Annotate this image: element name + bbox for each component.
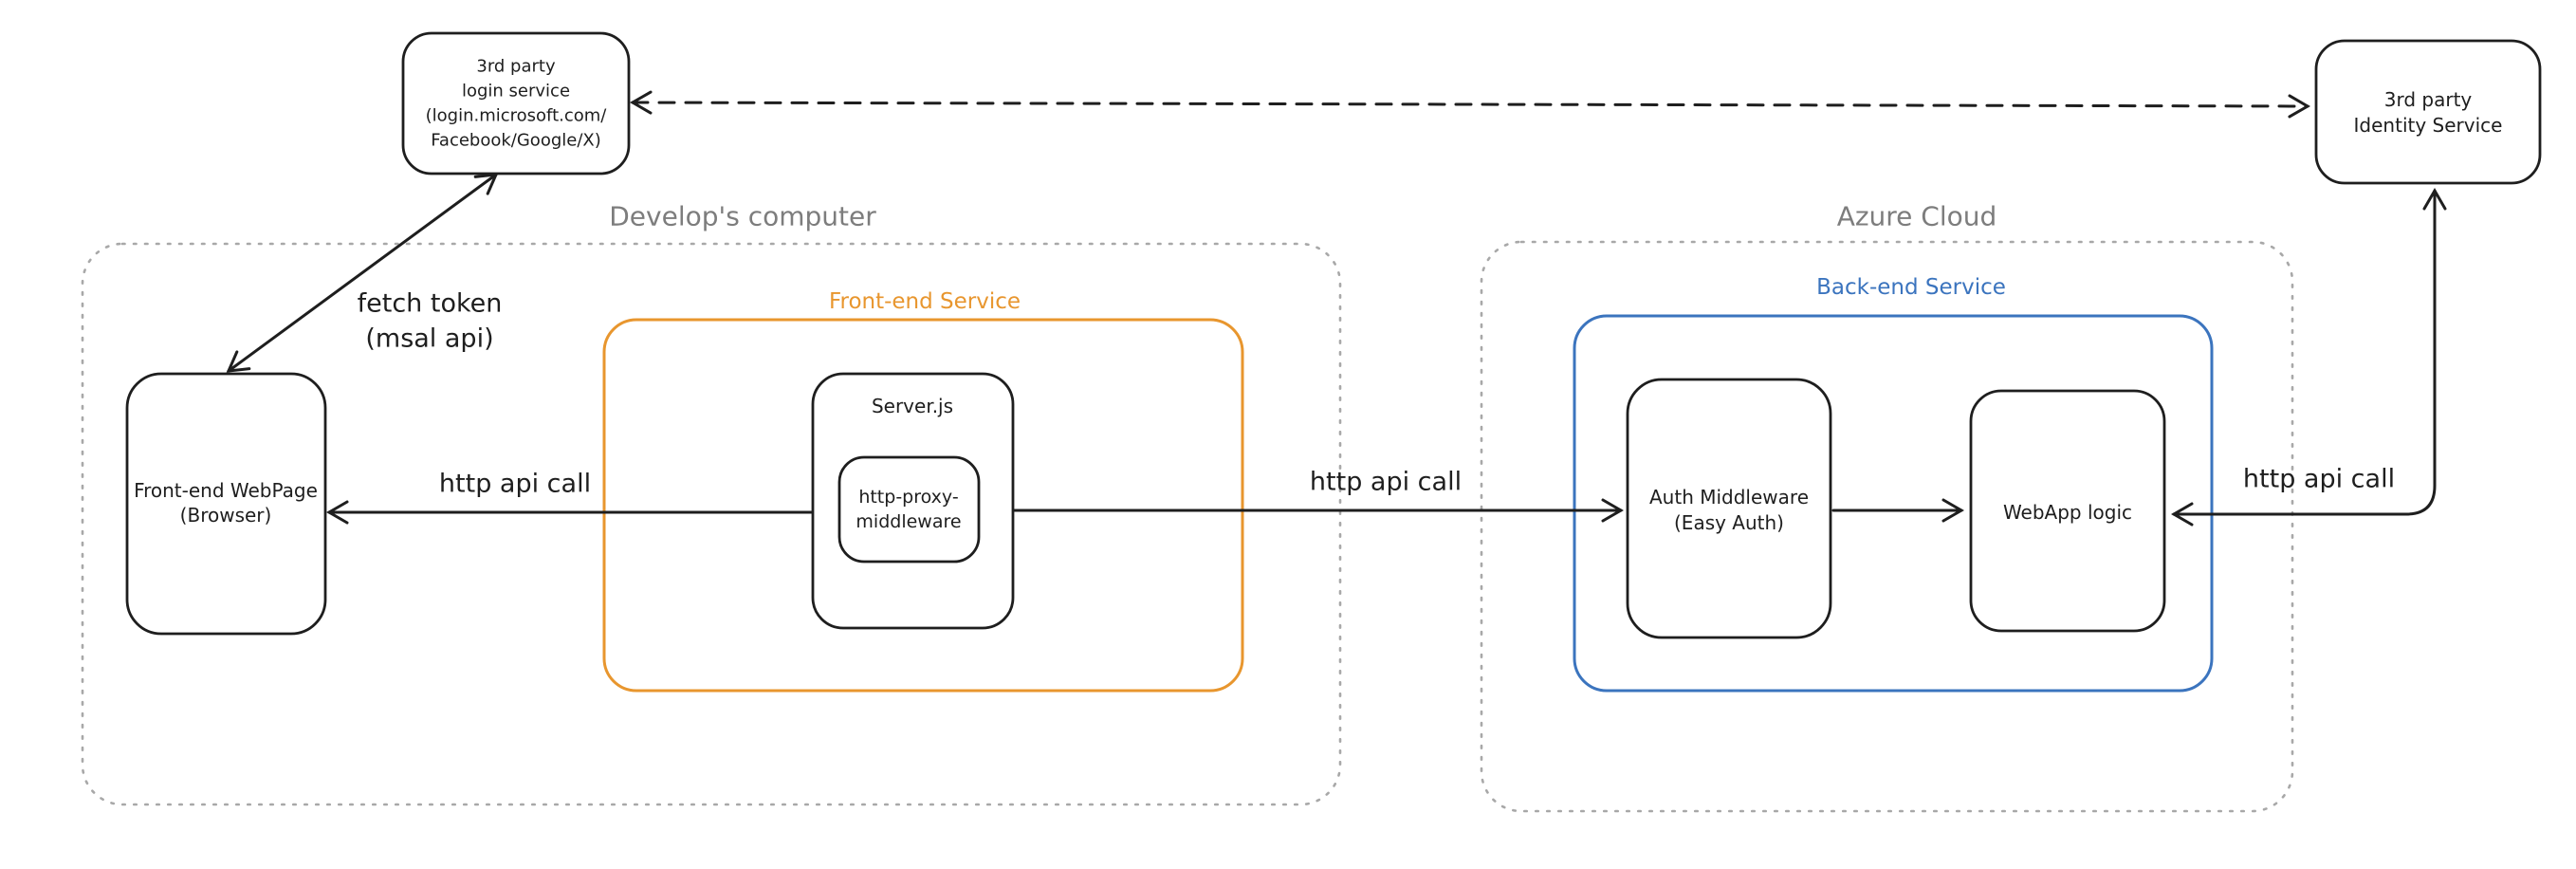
auth-middleware-line1: Auth Middleware (1649, 486, 1809, 508)
node-login-service[interactable]: 3rd party login service (login.microsoft… (401, 31, 631, 176)
http-api-call-label-2: http api call (1310, 468, 1462, 497)
front-end-service-label: Front-end Service (829, 289, 1021, 314)
http-api-call-label-3: http api call (2243, 465, 2395, 494)
arrow-webapp-identity[interactable] (2171, 188, 2447, 527)
node-front-end-webpage[interactable]: Front-end WebPage (Browser) (125, 372, 327, 636)
login-service-line4: Facebook/Google/X) (431, 131, 601, 151)
login-service-line3: (login.microsoft.com/ (426, 106, 608, 126)
container-developers-computer[interactable]: Develop's computer (81, 201, 1342, 806)
fetch-token-label-line2: (msal api) (365, 324, 493, 354)
identity-service-box[interactable] (2314, 39, 2542, 185)
http-proxy-middleware-line2: middleware (856, 511, 961, 532)
webapp-logic-box[interactable] (1969, 389, 2166, 633)
arrows-layer: fetch token (msal api) http api call htt… (226, 90, 2447, 527)
azure-cloud-border[interactable] (1480, 240, 2294, 813)
login-service-line1: 3rd party (476, 57, 556, 77)
container-azure-cloud[interactable]: Azure Cloud (1480, 201, 2294, 813)
front-end-webpage-line2: (Browser) (180, 504, 272, 527)
webapp-logic-label: WebApp logic (2003, 501, 2132, 524)
fetch-token-label-line1: fetch token (358, 289, 503, 319)
login-service-box[interactable] (401, 31, 631, 176)
identity-service-line1: 3rd party (2384, 88, 2473, 111)
group-front-end-service[interactable]: Front-end Service (602, 289, 1244, 693)
node-webapp-logic[interactable]: WebApp logic (1969, 389, 2166, 633)
arrow-login-identity-dashed[interactable] (630, 90, 2310, 119)
back-end-service-label: Back-end Service (1816, 275, 2006, 300)
arrow-fetch-token[interactable] (226, 173, 499, 373)
node-http-proxy-middleware[interactable]: http-proxy- middleware (837, 455, 981, 564)
identity-service-line2: Identity Service (2354, 114, 2503, 137)
http-proxy-middleware-line1: http-proxy- (858, 487, 958, 508)
developers-computer-border[interactable] (81, 242, 1342, 806)
azure-cloud-label: Azure Cloud (1837, 201, 1997, 232)
node-identity-service[interactable]: 3rd party Identity Service (2314, 39, 2542, 185)
login-service-line2: login service (462, 82, 570, 102)
http-api-call-label-1: http api call (439, 470, 591, 499)
http-proxy-middleware-box[interactable] (837, 455, 981, 564)
node-auth-middleware[interactable]: Auth Middleware (Easy Auth) (1626, 378, 1832, 639)
developers-computer-label: Develop's computer (609, 201, 876, 232)
auth-middleware-line2: (Easy Auth) (1674, 511, 1784, 534)
front-end-webpage-line1: Front-end WebPage (134, 479, 318, 502)
front-end-webpage-box[interactable] (125, 372, 327, 636)
server-js-label: Server.js (872, 395, 953, 417)
auth-middleware-box[interactable] (1626, 378, 1832, 639)
